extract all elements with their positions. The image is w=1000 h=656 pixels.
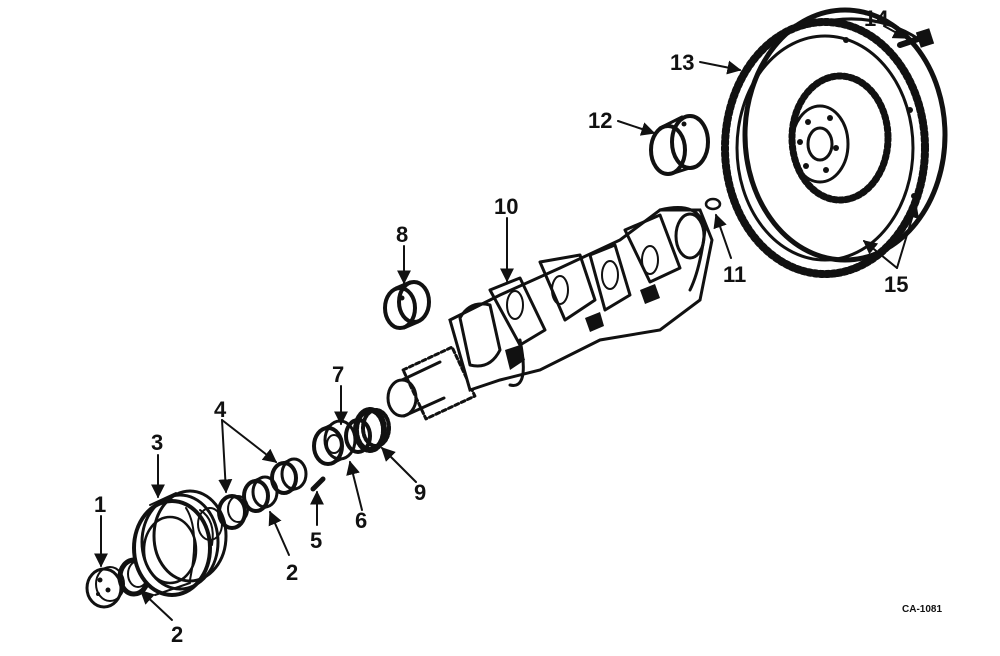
part-9-crankshaft-gear <box>344 407 391 454</box>
callout-12: 12 <box>588 108 612 133</box>
part-3-crankshaft-pulley <box>132 489 228 597</box>
drawing-code: CA-1081 <box>902 604 942 615</box>
part-11-dowel-pin <box>704 197 722 211</box>
callout-15: 15 <box>884 272 908 297</box>
part-13-flywheel <box>721 7 948 278</box>
callout-4: 4 <box>214 397 227 422</box>
callout-7: 7 <box>332 362 344 387</box>
part-8-main-bearing <box>383 280 431 330</box>
callout-5: 5 <box>310 528 322 553</box>
callout-11: 11 <box>723 262 746 287</box>
part-12-rear-bearing <box>649 114 710 176</box>
callout-2-front: 2 <box>171 622 183 647</box>
callout-13: 13 <box>670 50 694 75</box>
part-14-flywheel-bolt <box>897 28 935 48</box>
callout-10: 10 <box>494 194 518 219</box>
callout-labels: 1 2 3 4 2 5 6 7 9 8 10 11 12 13 14 15 CA… <box>94 6 942 647</box>
callout-9: 9 <box>414 480 426 505</box>
part-10-crankshaft <box>386 206 714 421</box>
callout-14: 14 <box>864 6 889 31</box>
callout-6: 6 <box>355 508 367 533</box>
callout-2-rear: 2 <box>286 560 298 585</box>
part-4-wear-sleeve-b <box>270 457 308 495</box>
callout-1: 1 <box>94 492 106 517</box>
callout-8: 8 <box>396 222 408 247</box>
leader-lines <box>94 25 920 621</box>
part-5-woodruff-key <box>310 476 326 492</box>
callout-3: 3 <box>151 430 163 455</box>
